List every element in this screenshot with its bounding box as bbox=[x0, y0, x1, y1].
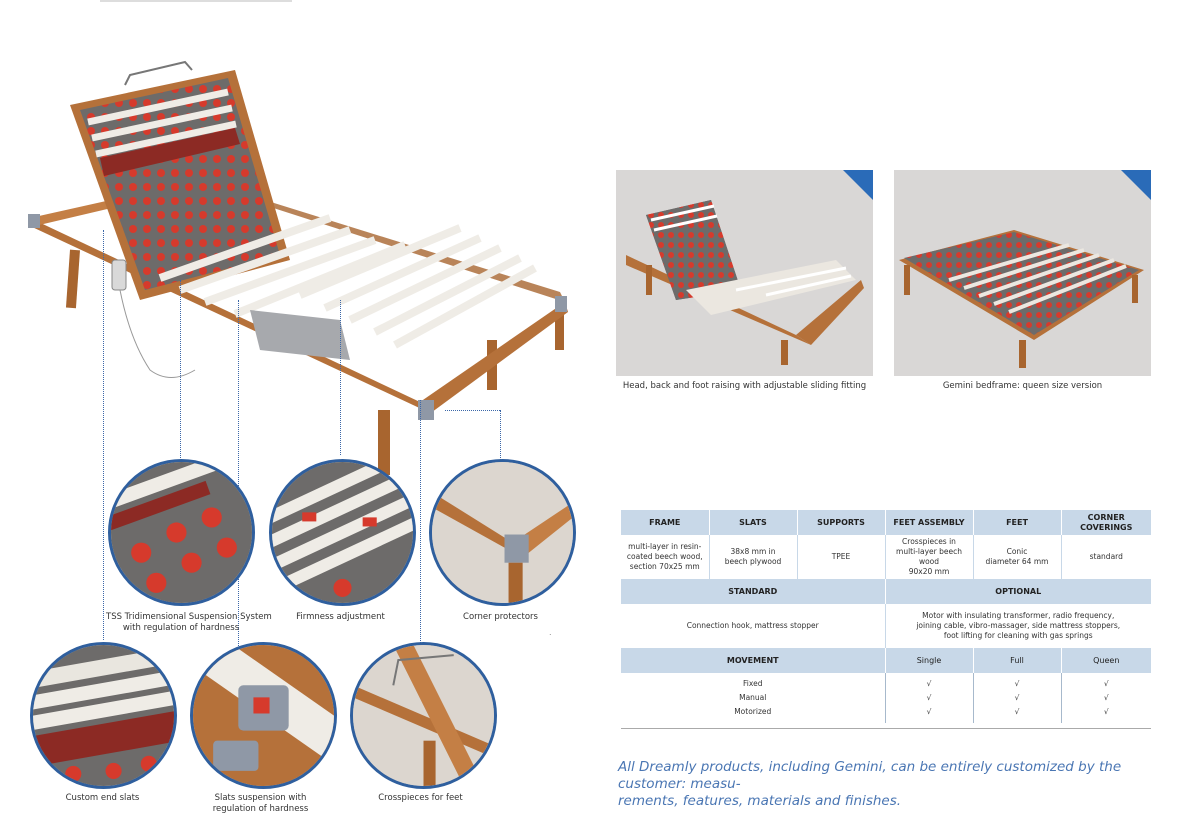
value-line: multi-layer in resin- bbox=[628, 542, 702, 551]
detail-circle-end-slats bbox=[30, 642, 177, 789]
size-header: Single bbox=[884, 648, 973, 673]
spec-header: SLATS bbox=[708, 510, 797, 535]
customization-tagline: All Dreamly products, including Gemini, … bbox=[618, 759, 1163, 810]
movement-check: √ bbox=[1103, 693, 1109, 702]
caption-crosspieces: Crosspieces for feet bbox=[348, 793, 493, 804]
movement-check: √ bbox=[973, 705, 1062, 723]
caption-line: with regulation of hardness bbox=[122, 623, 240, 633]
photo-caption-head-raising: Head, back and foot raising with adjusta… bbox=[622, 381, 867, 391]
detail-circle-slats-suspension bbox=[190, 642, 337, 789]
leader-line bbox=[238, 300, 239, 650]
spec-header: CORNER COVERINGS bbox=[1060, 510, 1151, 535]
spec-header-row: FRAME SLATS SUPPORTS FEET ASSEMBLY FEET … bbox=[621, 510, 1151, 535]
caption-end-slats: Custom end slats bbox=[30, 793, 175, 804]
value-line: Conic bbox=[1006, 547, 1028, 556]
optional-header: OPTIONAL bbox=[884, 579, 1151, 604]
caption-tss: TSS Tridimensional Suspension System wit… bbox=[106, 612, 272, 634]
movement-name: Motorized bbox=[621, 705, 886, 723]
movement-header-row: MOVEMENT Single Full Queen bbox=[621, 648, 1151, 673]
leader-line bbox=[103, 230, 104, 640]
spec-header: SUPPORTS bbox=[796, 510, 885, 535]
corner-tag bbox=[843, 170, 873, 200]
caption-line: Slats suspension with bbox=[214, 793, 307, 803]
leader-line bbox=[340, 300, 341, 455]
movement-check: √ bbox=[885, 691, 974, 705]
movement-check: √ bbox=[885, 705, 974, 723]
spec-frame-value: multi-layer in resin-coated beech wood,s… bbox=[621, 535, 709, 579]
dot-mark: . bbox=[549, 628, 552, 637]
movement-check: √ bbox=[885, 673, 974, 691]
value-line: foot lifting for cleaning with gas sprin… bbox=[943, 631, 1093, 640]
tagline-line: All Dreamly products, including Gemini, … bbox=[618, 759, 1122, 792]
value-line: 90x20 mm bbox=[908, 567, 950, 576]
spec-header: FEET ASSEMBLY bbox=[884, 510, 973, 535]
movement-check: √ bbox=[1103, 707, 1109, 716]
movement-row: Motorized √ √ √ bbox=[621, 705, 1151, 723]
detail-circle-tss bbox=[108, 459, 255, 606]
spec-header: FRAME bbox=[621, 510, 709, 535]
caption-line: regulation of hardness bbox=[212, 804, 309, 814]
movement-check: √ bbox=[973, 691, 1062, 705]
photo-caption-queen-size: Gemini bedframe: queen size version bbox=[942, 381, 1103, 391]
movement-check: √ bbox=[973, 673, 1062, 691]
value-line: section 70x25 mm bbox=[629, 562, 700, 571]
caption-line: TSS Tridimensional Suspension System bbox=[106, 612, 272, 622]
value-line: 38x8 mm in bbox=[730, 547, 776, 556]
value-line: multi-layer beech wood bbox=[896, 547, 962, 566]
caption-line: Crosspieces for feet bbox=[378, 793, 463, 803]
caption-corner: Corner protectors bbox=[428, 612, 573, 623]
spec-table: FRAME SLATS SUPPORTS FEET ASSEMBLY FEET … bbox=[621, 510, 1151, 723]
leader-line bbox=[420, 400, 421, 645]
detail-circle-firmness bbox=[269, 459, 416, 606]
tagline-line: rements, features, materials and finishe… bbox=[618, 793, 902, 809]
size-header: Queen bbox=[1060, 648, 1151, 673]
movement-check: √ bbox=[1103, 679, 1109, 688]
value-line: Crosspieces in bbox=[902, 537, 956, 546]
caption-line: Corner protectors bbox=[463, 612, 538, 622]
caption-line: Firmness adjustment bbox=[296, 612, 385, 622]
value-line: joining cable, vibro-massager, side matt… bbox=[916, 621, 1121, 630]
standard-optional-header-row: STANDARD OPTIONAL bbox=[621, 579, 1151, 604]
value-line: diameter 64 mm bbox=[985, 557, 1049, 566]
optional-value: Motor with insulating transformer, radio… bbox=[884, 604, 1151, 648]
caption-line: Custom end slats bbox=[65, 793, 140, 803]
spec-value-row: multi-layer in resin-coated beech wood,s… bbox=[621, 535, 1151, 579]
spec-header: FEET bbox=[972, 510, 1061, 535]
standard-header: STANDARD bbox=[621, 579, 885, 604]
detail-circle-crosspieces bbox=[350, 642, 497, 789]
leader-line bbox=[180, 280, 181, 460]
movement-row: Manual √ √ √ bbox=[621, 691, 1151, 705]
detail-circle-corner bbox=[429, 459, 576, 606]
table-bottom-rule bbox=[621, 728, 1151, 729]
photo-queen-size bbox=[894, 170, 1151, 376]
value-line: Motor with insulating transformer, radio… bbox=[922, 611, 1115, 620]
leader-line bbox=[500, 410, 501, 460]
spec-corner-value: standard bbox=[1060, 535, 1151, 579]
top-rule bbox=[100, 0, 292, 2]
spec-supports-value: TPEE bbox=[796, 535, 885, 579]
caption-slats-suspension: Slats suspension with regulation of hard… bbox=[188, 793, 333, 815]
movement-row: Fixed √ √ √ bbox=[621, 673, 1151, 691]
movement-name: Manual bbox=[621, 691, 886, 705]
corner-tag bbox=[1121, 170, 1151, 200]
standard-optional-value-row: Connection hook, mattress stopper Motor … bbox=[621, 604, 1151, 648]
value-line: coated beech wood, bbox=[626, 552, 703, 561]
size-header: Full bbox=[972, 648, 1061, 673]
standard-value: Connection hook, mattress stopper bbox=[621, 604, 886, 648]
value-line: beech plywood bbox=[724, 557, 782, 566]
leader-line bbox=[445, 410, 500, 412]
movement-name: Fixed bbox=[621, 673, 886, 691]
hero-bed-illustration bbox=[28, 60, 568, 475]
caption-firmness: Firmness adjustment bbox=[268, 612, 413, 623]
movement-header: MOVEMENT bbox=[621, 648, 885, 673]
photo-head-raising bbox=[616, 170, 873, 376]
